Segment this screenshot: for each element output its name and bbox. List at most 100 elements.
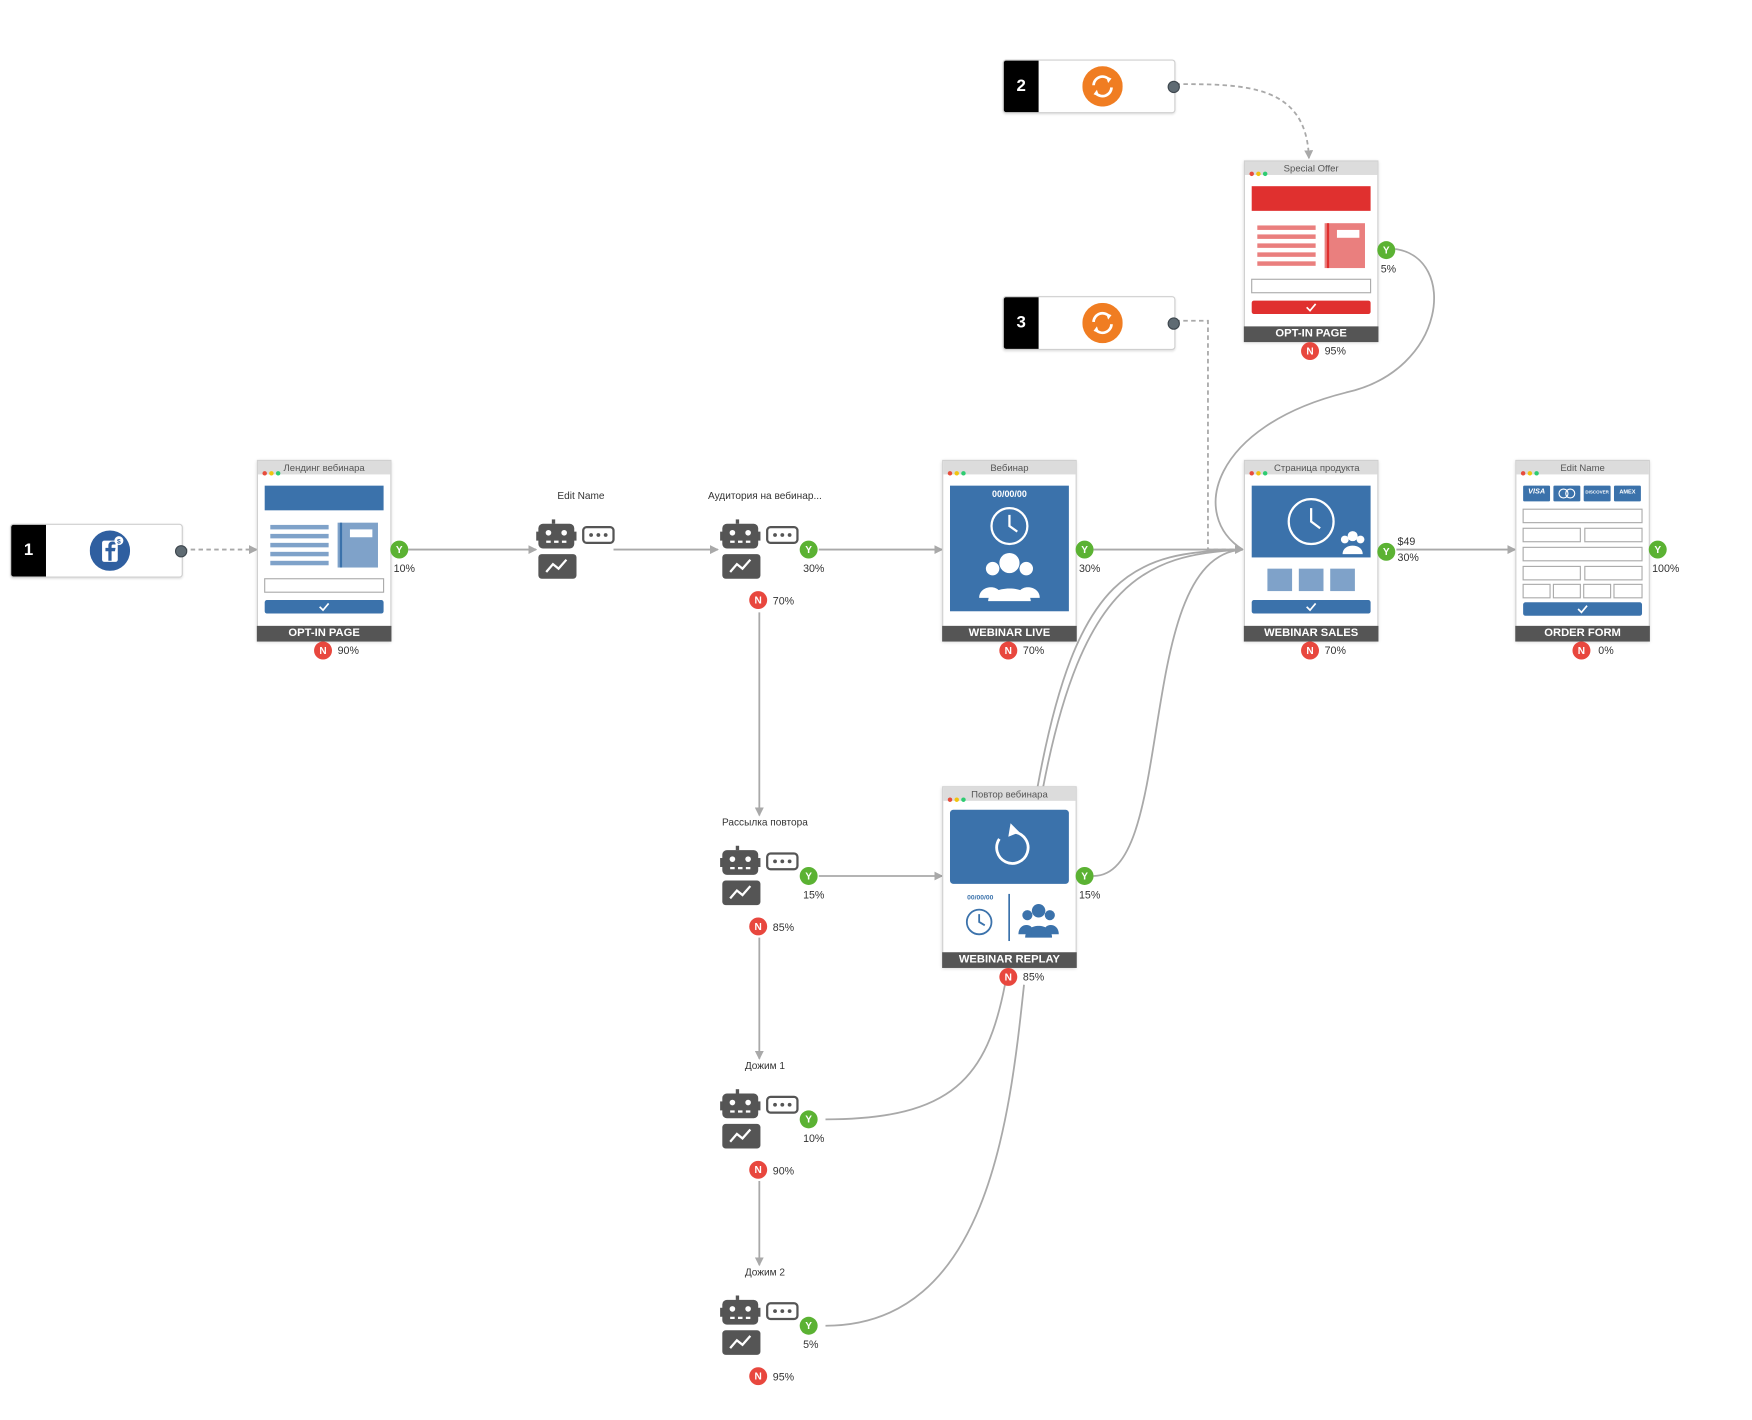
robot-label: Edit Name [557, 490, 605, 502]
yes-percent: 10% [803, 1132, 825, 1146]
robot-icon [720, 845, 799, 906]
robot-node-edit-name[interactable] [536, 519, 617, 582]
page-thumbnail [258, 474, 390, 624]
card-type-label: WEBINAR REPLAY [942, 952, 1077, 968]
window-dots [1249, 465, 1269, 478]
window-dots [947, 792, 968, 805]
robot-icon [720, 519, 799, 579]
output-port[interactable] [1167, 317, 1180, 330]
window-dots [262, 465, 282, 478]
no-percent: 85% [772, 921, 795, 935]
card-title-bar: Повтор вебинара [943, 787, 1076, 802]
card-title: Повтор вебинара [971, 788, 1048, 800]
traffic-source-facebook[interactable]: 1 $ [10, 523, 188, 578]
no-percent: 70% [1022, 644, 1045, 658]
card-title-bar: Лендинг вебинара [257, 460, 391, 476]
no-percent: 0% [1598, 644, 1614, 658]
yes-percent: 5% [803, 1339, 819, 1352]
no-percent: 85% [1022, 971, 1045, 984]
yes-percent: 30% [1078, 563, 1101, 576]
card-type-label: OPT-IN PAGE [1243, 326, 1379, 343]
link-replay-top-to-sales-b [1042, 548, 1243, 788]
no-badge: N [749, 1160, 768, 1179]
robot-label: Рассылка повтора [721, 816, 808, 828]
link-r5-to-replay [825, 984, 1025, 1327]
source-number: 1 [11, 524, 46, 577]
yes-badge: Y [799, 1110, 818, 1129]
page-card-webinar-live[interactable]: Вебинар 00/00/00 WEBINAR LIVE [942, 459, 1077, 642]
robot-label: Дожим 1 [744, 1059, 786, 1072]
page-card-order-form[interactable]: Edit Name VISA DISCOVER AMEX ORDER FORM [1515, 459, 1650, 642]
window-dots [1249, 166, 1269, 179]
no-badge: N [1301, 342, 1320, 361]
source-number: 3 [1003, 297, 1039, 349]
card-title-bar: Вебинар [943, 460, 1076, 476]
source-number: 2 [1003, 60, 1039, 113]
no-percent: 95% [1324, 345, 1346, 358]
yes-badge: Y [1377, 241, 1396, 260]
link-source2-to-special [1175, 83, 1314, 160]
card-title: Лендинг вебинара [283, 462, 365, 474]
yes-percent: 30% [1397, 551, 1419, 565]
window-dots [947, 465, 968, 478]
robot-icon [720, 1295, 799, 1355]
robot-node-webinar-audience[interactable] [720, 519, 801, 582]
robot-icon [720, 1089, 799, 1149]
traffic-source-3[interactable]: 3 [1002, 296, 1180, 350]
card-title: Special Offer [1283, 162, 1339, 174]
card-title-bar: Страница продукта [1244, 460, 1378, 476]
card-title: Вебинар [990, 462, 1029, 474]
yes-percent: 10% [393, 563, 416, 576]
no-badge: N [749, 917, 768, 936]
page-card-webinar-replay[interactable]: Повтор вебинара 00/00/00 WEBINAR REPLAY [942, 786, 1077, 968]
replay-date: 00/00/00 [967, 895, 994, 902]
page-card-landing[interactable]: Лендинг вебинара OPT-IN PAGE [256, 459, 392, 642]
no-badge: N [1572, 641, 1591, 660]
refresh-icon [1082, 302, 1123, 344]
yes-percent: 5% [1380, 263, 1397, 276]
page-thumbnail [1245, 474, 1377, 624]
card-logo-amex: AMEX [1619, 489, 1636, 496]
yes-badge: Y [1648, 540, 1667, 559]
no-badge: N [749, 591, 768, 610]
page-card-special-offer[interactable]: Special Offer OPT-IN PAGE [1243, 160, 1379, 343]
yes-percent: 30% [803, 563, 825, 576]
yes-percent: 15% [803, 889, 825, 902]
link-r4-to-replay [825, 984, 1006, 1121]
yes-percent: 100% [1652, 563, 1680, 576]
window-dots [1520, 465, 1541, 478]
output-port[interactable] [174, 545, 188, 558]
yes-badge: Y [390, 540, 409, 559]
robot-node-followup-2[interactable] [720, 1295, 801, 1358]
no-badge: N [314, 641, 332, 660]
yes-badge: Y [799, 866, 818, 885]
yes-badge: Y [1075, 540, 1094, 559]
no-percent: 70% [1324, 644, 1346, 658]
webinar-date: 00/00/00 [991, 489, 1027, 500]
card-title: Страница продукта [1273, 462, 1360, 474]
traffic-source-2[interactable]: 2 [1002, 59, 1180, 114]
refresh-icon [1082, 66, 1123, 107]
page-card-webinar-sales[interactable]: Страница продукта WEBINAR SALES [1243, 459, 1379, 642]
card-type-label: OPT-IN PAGE [256, 625, 392, 642]
no-badge: N [999, 967, 1018, 986]
robot-node-replay-mailing[interactable] [720, 845, 801, 909]
robot-label: Аудитория на вебинар... [707, 490, 822, 502]
no-percent: 90% [772, 1165, 795, 1178]
facebook-icon: $ [89, 530, 131, 571]
card-type-label: WEBINAR SALES [1243, 625, 1379, 642]
link-replay-to-sales [1093, 548, 1243, 877]
page-thumbnail: VISA DISCOVER AMEX [1516, 474, 1648, 624]
page-thumbnail: 00/00/00 [943, 801, 1075, 951]
no-percent: 70% [772, 595, 795, 608]
no-percent: 95% [772, 1371, 795, 1385]
link-replay-top-to-sales-a [1036, 548, 1243, 788]
no-badge: N [749, 1367, 768, 1386]
output-port[interactable] [1167, 80, 1180, 94]
card-logo-visa: VISA [1528, 487, 1546, 496]
no-percent: 90% [337, 644, 359, 658]
page-thumbnail [1245, 175, 1377, 325]
robot-node-followup-1[interactable] [720, 1089, 801, 1152]
